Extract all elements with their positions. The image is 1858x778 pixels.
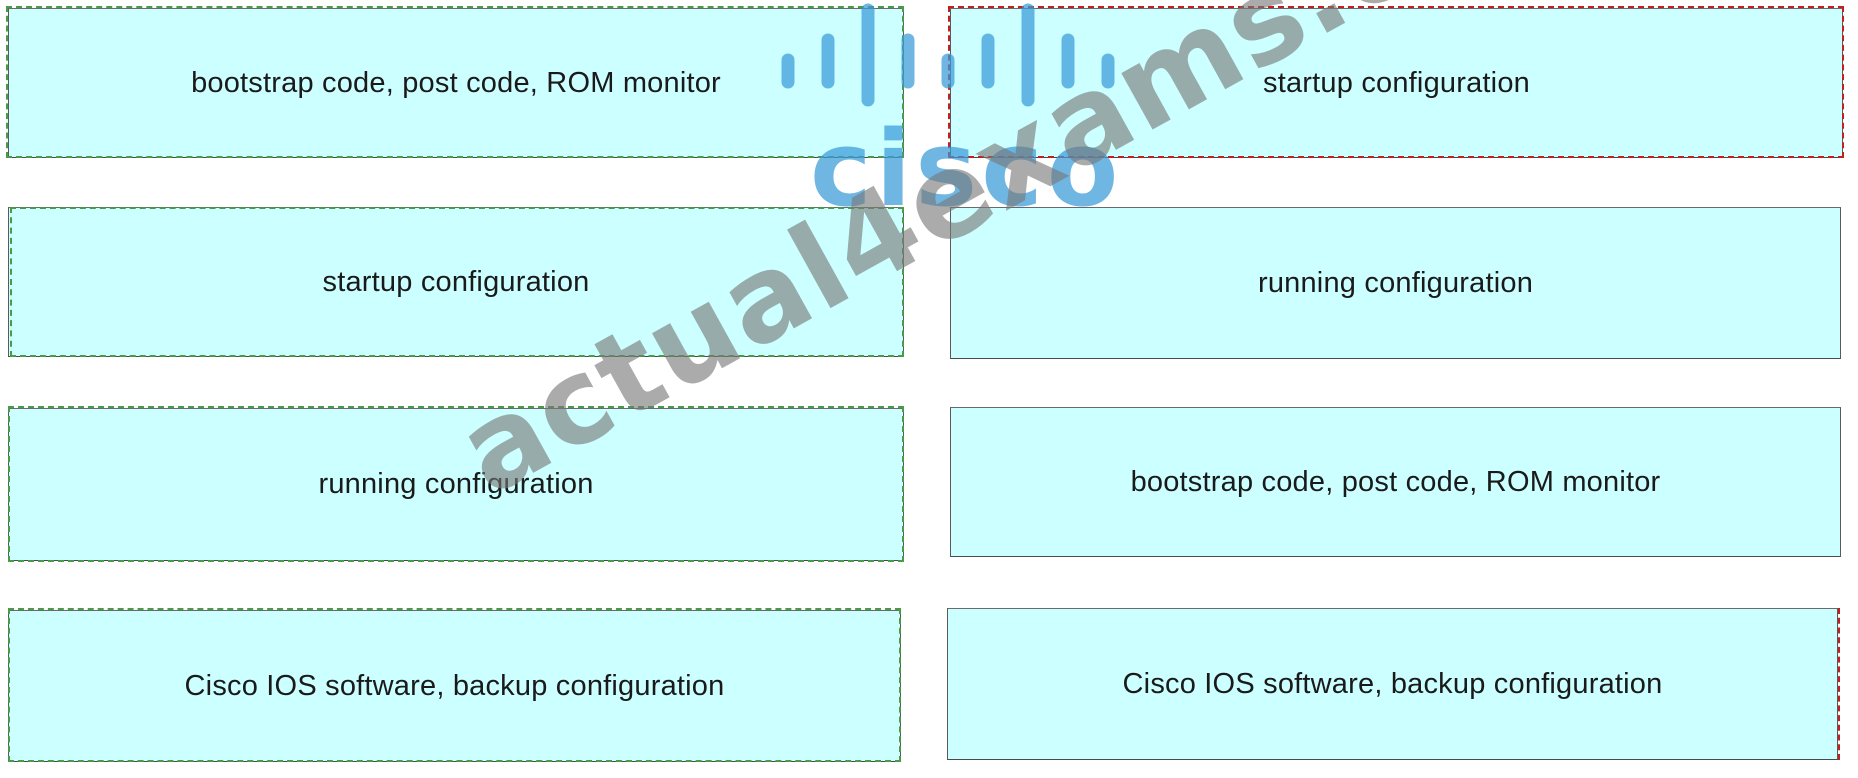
source-item-running-configuration[interactable]: running configuration	[8, 408, 904, 561]
target-item-startup-configuration[interactable]: startup configuration	[950, 8, 1843, 158]
target-item-label: startup configuration	[1263, 66, 1530, 99]
target-item-label: bootstrap code, post code, ROM monitor	[1130, 465, 1661, 498]
source-item-cisco-ios[interactable]: Cisco IOS software, backup configuration	[8, 610, 901, 762]
target-item-cisco-ios[interactable]: Cisco IOS software, backup configuration	[947, 608, 1838, 760]
source-item-label: startup configuration	[322, 265, 590, 298]
source-item-label: bootstrap code, post code, ROM monitor	[191, 66, 721, 99]
target-item-bootstrap[interactable]: bootstrap code, post code, ROM monitor	[950, 407, 1841, 557]
target-item-label: Cisco IOS software, backup configuration	[1122, 667, 1663, 700]
source-item-startup-configuration[interactable]: startup configuration	[8, 207, 904, 357]
target-item-label: running configuration	[1257, 266, 1534, 299]
target-item-running-configuration[interactable]: running configuration	[950, 207, 1841, 359]
source-item-label: running configuration	[318, 468, 594, 500]
source-item-bootstrap[interactable]: bootstrap code, post code, ROM monitor	[8, 8, 904, 158]
source-item-label: Cisco IOS software, backup configuration	[184, 669, 725, 702]
